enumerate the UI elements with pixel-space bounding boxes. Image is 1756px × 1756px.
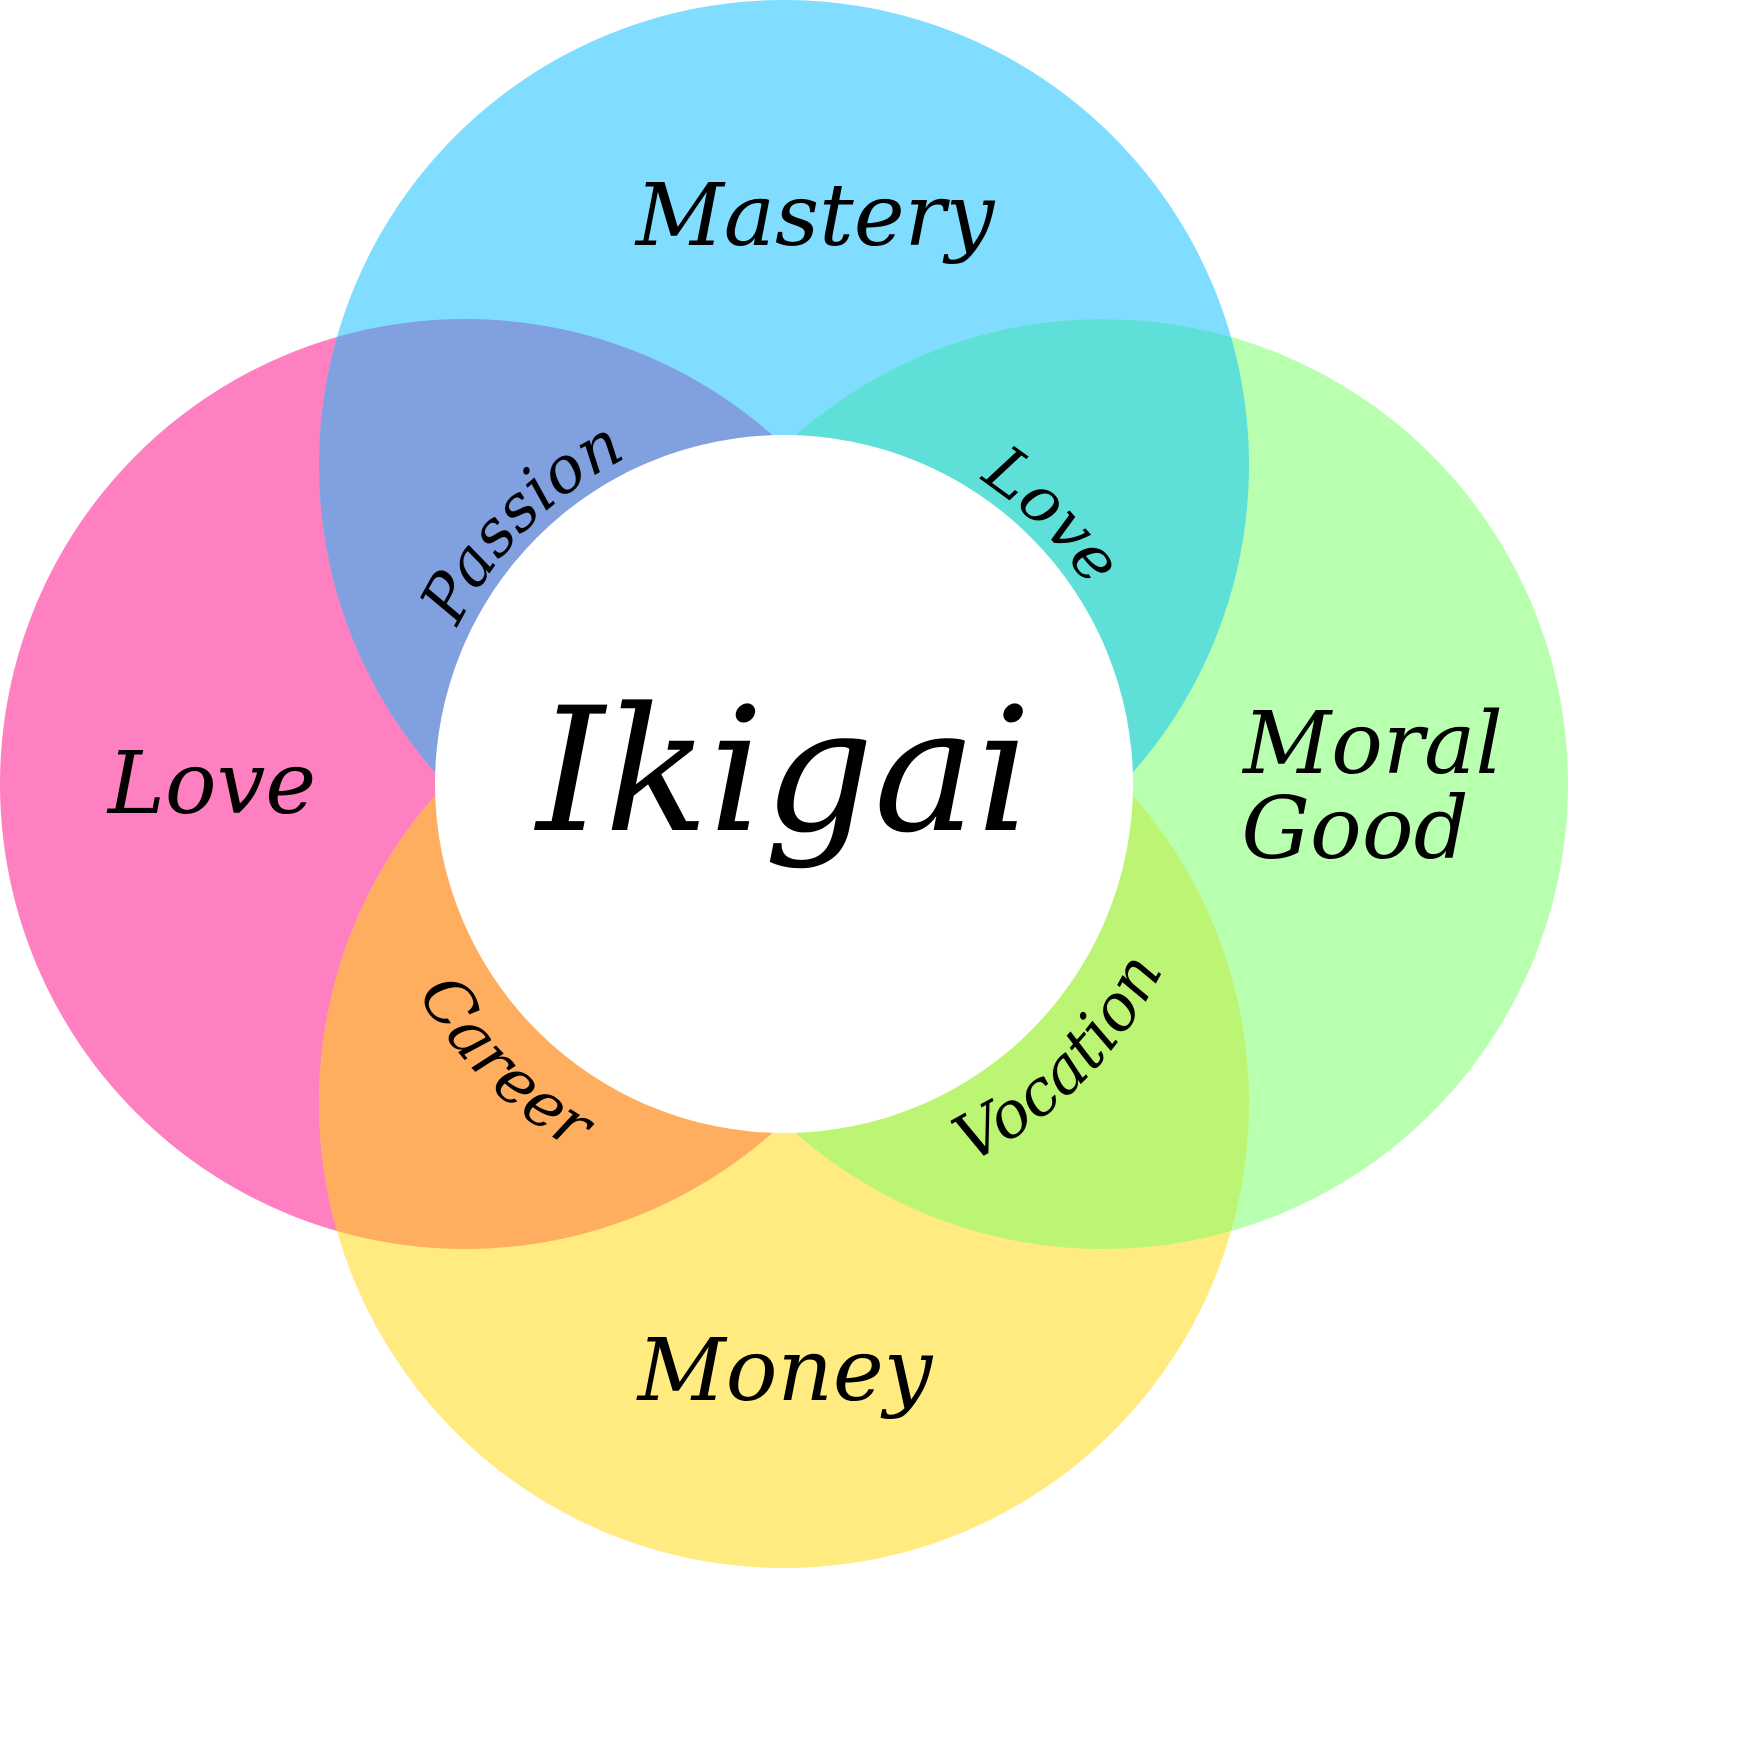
ikigai-title: Ikigai	[534, 670, 1032, 871]
ikigai-center-circle	[435, 435, 1133, 1133]
good-label: Good	[1241, 779, 1468, 879]
mastery-label: Mastery	[634, 166, 996, 266]
love-label: Love	[106, 734, 316, 834]
money-label: Money	[636, 1321, 934, 1421]
moral-label: Moral	[1241, 694, 1503, 794]
